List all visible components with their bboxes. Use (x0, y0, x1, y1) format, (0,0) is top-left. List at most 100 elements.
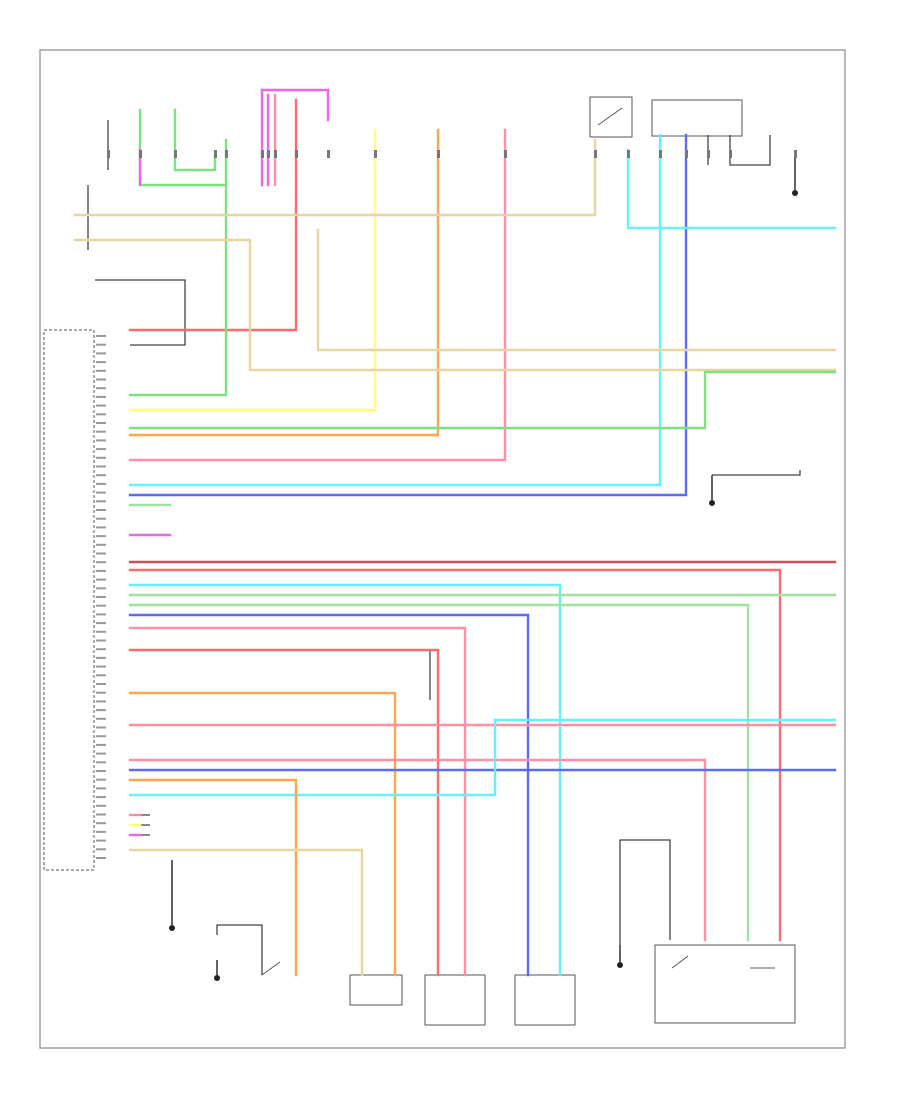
wire-tan-2 (316, 228, 837, 352)
connector-pin (96, 743, 106, 746)
connector-pin (96, 822, 106, 825)
connector-pin-top (274, 150, 277, 158)
connector-pin (96, 343, 106, 346)
connector-pin (96, 500, 106, 503)
connector-pin (96, 674, 106, 677)
connector-pin (96, 535, 106, 538)
wire-green-4 (128, 370, 837, 430)
connector-pin (96, 587, 106, 590)
connector-pin-top (627, 150, 630, 158)
ground-symbol-5 (709, 475, 715, 506)
connector-pin (96, 413, 106, 416)
wire-tan-1 (73, 138, 597, 217)
wire-green-3 (173, 108, 217, 172)
connector-pin-top (437, 150, 440, 158)
connector-pin (96, 526, 106, 529)
connector-pin (96, 639, 106, 642)
connector-pin-top (139, 150, 142, 158)
connector-pin (96, 787, 106, 790)
connector-pin-top (214, 150, 217, 158)
connector-pin (96, 796, 106, 799)
wire-red-2 (128, 568, 782, 942)
connector-pin (96, 726, 106, 729)
connector-pin (96, 622, 106, 625)
connector-pin (96, 717, 106, 720)
switch-contact (597, 107, 623, 126)
connector-pin (96, 395, 106, 398)
connector-pin (96, 456, 106, 459)
ground-symbol-3 (617, 945, 623, 968)
connector-pin-top (685, 150, 688, 158)
colored-wires (73, 88, 837, 977)
wire-green-1 (128, 138, 228, 397)
connector-pin (96, 482, 106, 485)
wire-pink-4 (128, 626, 467, 977)
wire-cyan-5 (128, 718, 497, 797)
connector-pin-top (729, 150, 732, 158)
connector-pin (96, 778, 106, 781)
connector-pin (96, 709, 106, 712)
connector-pin-top (174, 150, 177, 158)
connector-pin (96, 604, 106, 607)
wire-blue-1 (128, 133, 688, 497)
wire-pink-2 (128, 128, 507, 462)
connector-pin (96, 509, 106, 511)
connector-pin (96, 361, 106, 364)
bottom-speaker (349, 974, 403, 1006)
connector-pin-top (594, 150, 597, 158)
wire-orange-3 (128, 778, 298, 977)
bottom-right-switch-contact (671, 955, 689, 969)
connector-pin (96, 752, 106, 755)
connector-pin (96, 569, 106, 572)
left-control-unit (43, 329, 95, 871)
top-right-switch-box (589, 96, 633, 138)
wire-cyan-2 (626, 148, 837, 230)
wire-orange-2 (128, 691, 397, 977)
connector-pin (96, 369, 106, 372)
connector-pin (96, 378, 106, 381)
connector-pin (96, 404, 106, 407)
wire-green-2 (138, 108, 228, 187)
wire-red-1 (128, 98, 298, 332)
connector-pin (96, 656, 106, 659)
ground-symbol-1 (214, 960, 220, 981)
connector-pin (96, 578, 106, 581)
connector-pin (96, 543, 106, 546)
connector-pin (96, 561, 106, 564)
connector-pin-top (374, 150, 377, 158)
wire-tan-3 (248, 238, 837, 372)
wire-orange-1 (128, 128, 440, 437)
connector-pin (96, 804, 106, 807)
connector-pin (96, 648, 106, 651)
connector-pin (96, 448, 106, 451)
connector-pin-top (261, 150, 264, 158)
bottom-module-a (424, 974, 486, 1026)
connector-pin (96, 700, 106, 703)
connector-pin (96, 491, 106, 494)
connector-pin-top (295, 150, 298, 158)
connector-pin (96, 735, 106, 738)
connector-pin-top (794, 150, 797, 158)
connector-pin (96, 665, 106, 668)
bottom-switch-1 (261, 961, 281, 976)
wire-blue-2 (128, 613, 530, 977)
connector-pin (96, 552, 106, 555)
gray-wires (87, 120, 801, 975)
connector-pin (96, 813, 106, 816)
connector-pin (96, 613, 106, 616)
connector-pin-top (504, 150, 507, 158)
connector-pin (96, 596, 106, 598)
connector-pin-top (225, 150, 228, 158)
ground-symbol-2 (169, 860, 175, 931)
wire-cyan-1 (128, 133, 662, 487)
connector-pin (96, 352, 106, 355)
wire-magenta-1 (260, 88, 330, 122)
connector-pin (96, 335, 106, 337)
connector-pin (96, 430, 106, 433)
connector-pin (96, 839, 106, 842)
connector-pin-top (659, 150, 662, 158)
connector-pin (96, 474, 106, 477)
connector-pins (96, 150, 797, 859)
